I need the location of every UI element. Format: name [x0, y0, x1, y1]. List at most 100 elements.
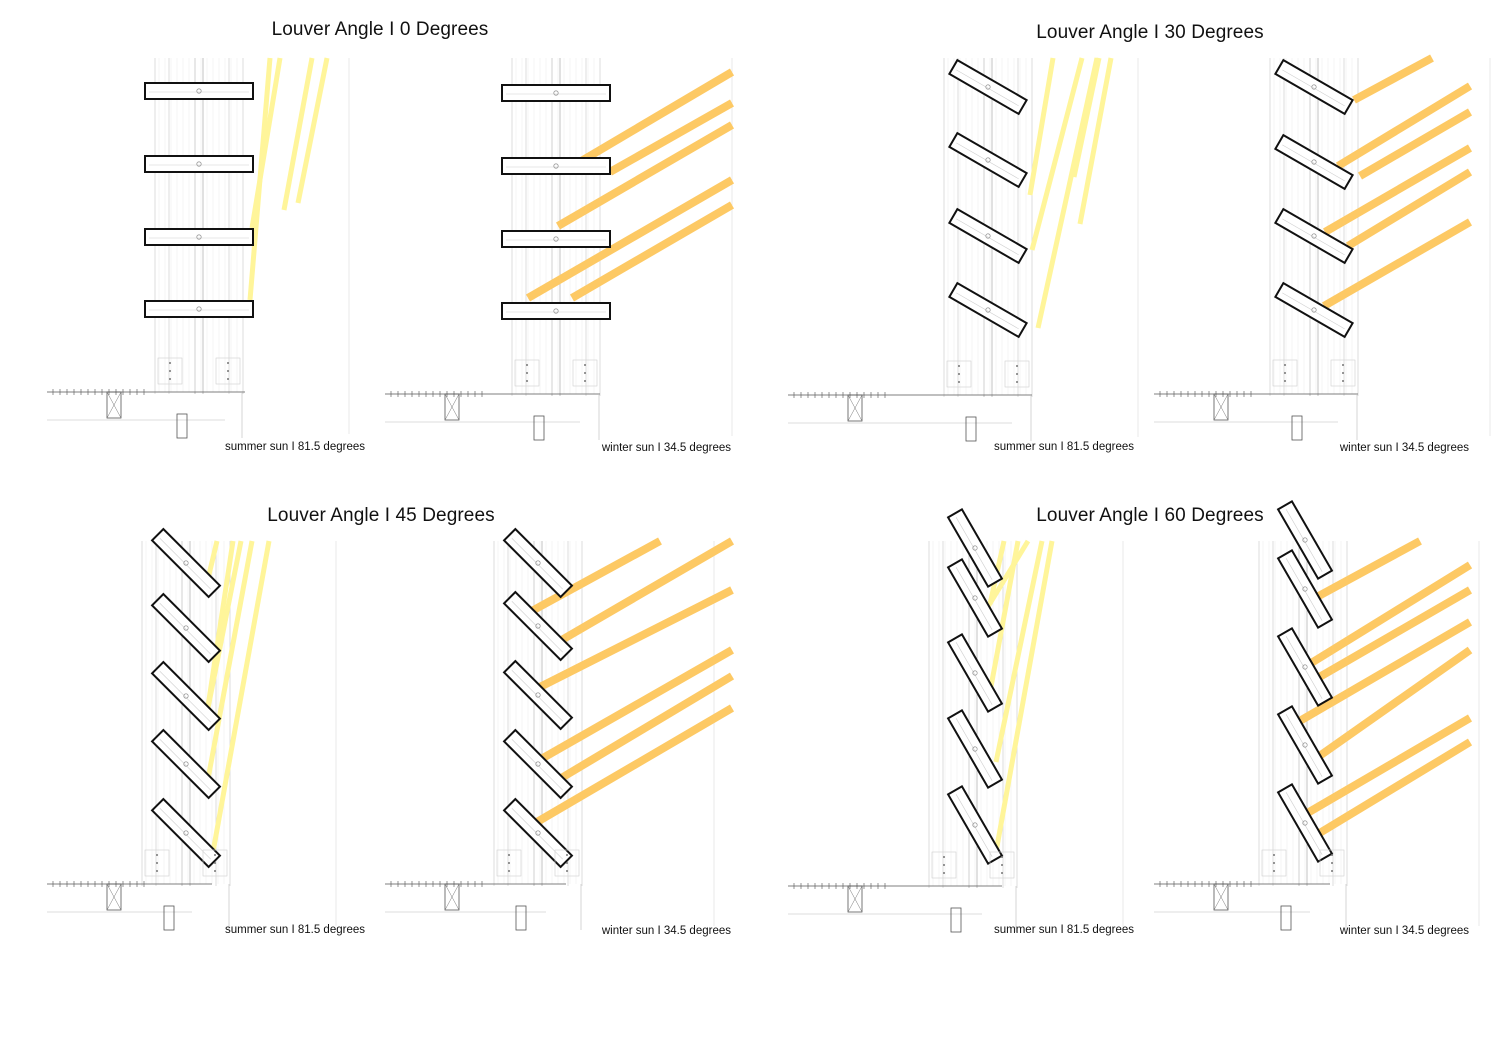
bracket-bolt [156, 870, 158, 872]
bracket-bolt [566, 862, 568, 864]
louver-pivot [535, 623, 541, 629]
panel-30deg-winter [1154, 54, 1491, 441]
louver-blade [150, 797, 222, 869]
bracket-bolt [958, 373, 960, 375]
bracket-plate [1004, 360, 1030, 388]
bracket-bolt [1273, 870, 1275, 872]
bracket-bolt [1331, 854, 1333, 856]
bracket-bolt [227, 370, 229, 372]
louver-pivot [196, 88, 202, 94]
winter-sun-ray [557, 537, 735, 645]
louver-centerline [1282, 69, 1345, 107]
beam-cross [444, 883, 460, 911]
caption-0deg-winter: winter sun I 34.5 degrees [601, 442, 731, 454]
group-title-60deg: Louver Angle I 60 Degrees [1036, 505, 1264, 526]
louver-blade [1273, 133, 1355, 191]
summer-sun-ray [1027, 57, 1056, 196]
caption-45deg-winter: winter sun I 34.5 degrees [601, 925, 731, 937]
louver-outline [946, 784, 1004, 866]
louver-outline [150, 660, 222, 732]
summer-sun-ray [1077, 57, 1114, 225]
post-stub [1291, 415, 1303, 441]
summer-sun-ray [1029, 57, 1085, 251]
beam-cross [1213, 393, 1229, 421]
louver-centerline [1285, 792, 1323, 855]
bracket-bolt [508, 854, 510, 856]
bracket-plate [989, 851, 1015, 879]
louver-pivot [535, 692, 541, 698]
panel-45deg-winter [385, 527, 735, 931]
bracket-bolt [943, 872, 945, 874]
bracket-bolt [584, 364, 586, 366]
beam-box [1213, 883, 1229, 911]
bracket-plate [931, 851, 957, 879]
bracket-plate [144, 849, 170, 877]
louver-outline [501, 84, 611, 102]
louver-blade [502, 728, 574, 800]
summer-sun-ray [983, 539, 1031, 612]
louver-pivot [183, 830, 189, 836]
louver-pivot [985, 307, 991, 313]
louver-centerline [159, 671, 211, 723]
bracket-plate [946, 360, 972, 388]
louver-blade [1276, 499, 1334, 581]
louver-centerline [511, 538, 563, 590]
bracket-bolt [156, 862, 158, 864]
beam-cross [1213, 883, 1229, 911]
louver-pivot [972, 545, 978, 551]
louver-pivot [972, 822, 978, 828]
bracket-bolt [526, 364, 528, 366]
post-stub [176, 413, 188, 439]
bracket-bolt [1284, 372, 1286, 374]
summer-sun-ray [993, 540, 1055, 853]
louver-blade [150, 728, 222, 800]
bracket-bolt [227, 362, 229, 364]
louver-centerline [511, 808, 563, 860]
bracket-plate [157, 357, 183, 385]
louver-outline [947, 281, 1029, 339]
summer-sun-ray [1071, 57, 1102, 178]
louver-blade [1276, 626, 1334, 708]
bracket-bolt [227, 378, 229, 380]
louver-outline [1276, 704, 1334, 786]
louver-blade [946, 507, 1004, 589]
louver-pivot [553, 236, 559, 242]
bracket-plate [1319, 849, 1345, 877]
louver-outline [1273, 207, 1355, 265]
louver-outline [1273, 133, 1355, 191]
bracket-plate [572, 359, 598, 387]
bracket-bolt [566, 854, 568, 856]
winter-sun-ray [1357, 108, 1473, 180]
post-stub [965, 416, 977, 442]
louver-pivot [553, 308, 559, 314]
louver-blade [501, 230, 611, 248]
louver-centerline [159, 808, 211, 860]
louver-blade [947, 131, 1029, 189]
post-stub [515, 905, 527, 931]
beam-box [847, 394, 863, 422]
bracket-bolt [169, 370, 171, 372]
bracket-plate [554, 849, 580, 877]
louver-blade [502, 590, 574, 662]
louver-blade [144, 155, 254, 173]
louver-outline [150, 527, 222, 599]
bracket-bolt [508, 862, 510, 864]
bracket-plate [514, 359, 540, 387]
louver-outline [947, 131, 1029, 189]
winter-sun-ray [1322, 144, 1473, 236]
louver-outline [150, 728, 222, 800]
winter-sun-ray [555, 121, 735, 230]
louver-centerline [159, 538, 211, 590]
summer-sun-ray [205, 540, 255, 780]
caption-30deg-summer: summer sun I 81.5 degrees [994, 441, 1134, 453]
louver-blade [502, 659, 574, 731]
bracket-bolt [1331, 862, 1333, 864]
louver-centerline [956, 292, 1019, 330]
louver-centerline [955, 642, 993, 705]
louver-outline [501, 230, 611, 248]
beam-box [444, 393, 460, 421]
louver-outline [947, 207, 1029, 265]
bracket-bolt [1001, 864, 1003, 866]
bracket-plate [215, 357, 241, 385]
